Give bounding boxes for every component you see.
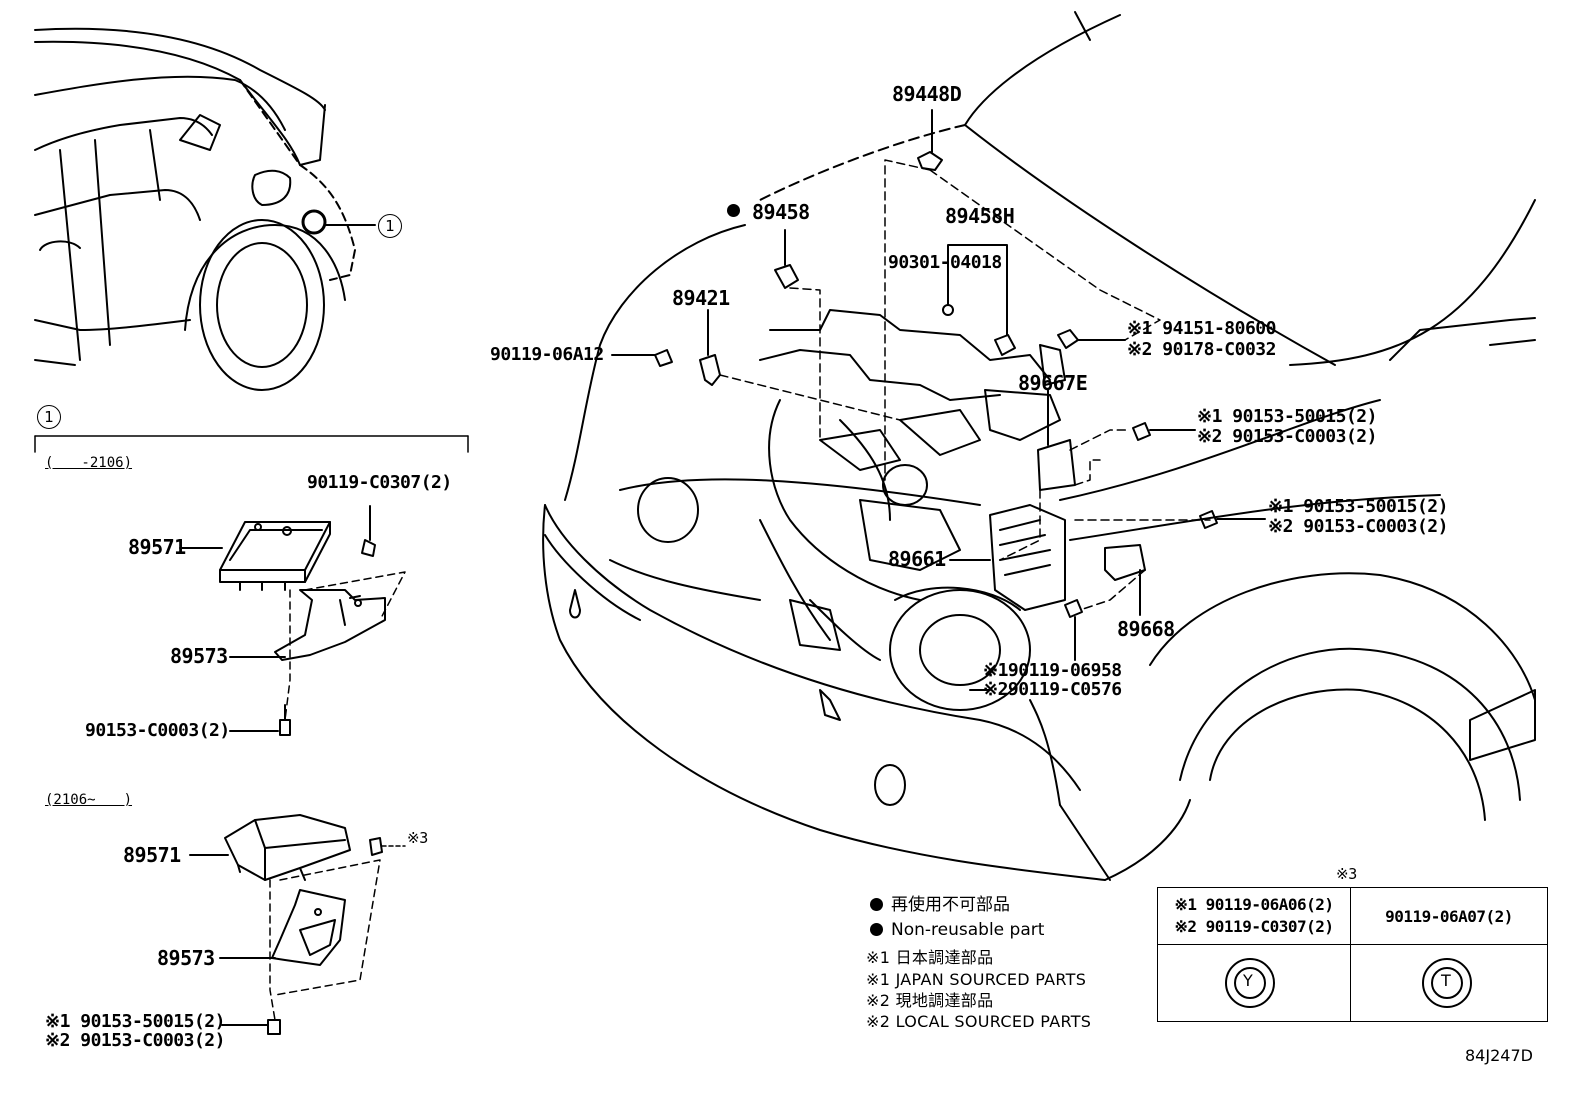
legend-note2-en: ※2 LOCAL SOURCED PARTS <box>866 1012 1092 1031</box>
label-89661: 89661 <box>888 547 946 571</box>
label-89571-early: 89571 <box>128 535 186 559</box>
fastener-mark-t <box>1350 944 1548 1022</box>
fastener-table-title: ※3 <box>1336 865 1357 883</box>
label-90153-50015-c: ※1 90153-50015(2) <box>45 1011 225 1032</box>
label-90119-C0307: 90119-C0307(2) <box>307 472 452 493</box>
label-94151-80600: ※1 94151-80600 <box>1127 318 1276 339</box>
label-90153-C0003-b: ※2 90153-C0003(2) <box>1268 516 1448 537</box>
section-number-1: 1 <box>37 405 61 429</box>
range-late: (2106~ ) <box>45 792 133 808</box>
range-early: ( -2106) <box>45 455 133 471</box>
label-89421: 89421 <box>672 286 730 310</box>
label-89448D: 89448D <box>892 82 962 106</box>
legend-note1-jp: ※1 日本調達部品 <box>866 948 994 967</box>
label-89458H: 89458H <box>945 204 1015 228</box>
legend-note2-jp: ※2 現地調達部品 <box>866 991 994 1010</box>
module-89571-late <box>189 814 406 1035</box>
bolt-mark-t-icon: T <box>1441 971 1451 990</box>
label-89667E: 89667E <box>1018 371 1088 395</box>
label-90153-C0003-a: ※2 90153-C0003(2) <box>1197 426 1377 447</box>
legend-nonreusable-jp: 再使用不可部品 <box>870 897 1010 914</box>
label-89571-late: 89571 <box>123 843 181 867</box>
label-90153-50015-a: ※1 90153-50015(2) <box>1197 406 1377 427</box>
module-89571-early <box>179 505 406 736</box>
callout-number-1: 1 <box>378 214 402 238</box>
small-parts <box>611 109 1266 691</box>
bullet-icon <box>870 923 883 936</box>
fastener-table: ※1 90119-06A06(2) ※2 90119-C0307(2) 9011… <box>1157 887 1548 1022</box>
fastener-col2-header: 90119-06A07(2) <box>1350 887 1548 945</box>
front-vehicle-sketch <box>542 11 1536 881</box>
label-90178-C0032: ※2 90178-C0032 <box>1127 339 1276 360</box>
label-90119-C0576: ※290119-C0576 <box>983 679 1122 700</box>
label-90119-06958: ※190119-06958 <box>983 660 1122 681</box>
label-89573-late: 89573 <box>157 946 215 970</box>
label-89573-early: 89573 <box>170 644 228 668</box>
label-89668: 89668 <box>1117 617 1175 641</box>
fastener-mark-y <box>1157 944 1351 1022</box>
bolt-mark-y-icon: Y <box>1243 971 1253 990</box>
nonreusable-dot-89458 <box>727 203 748 219</box>
label-90153-C0003-left: 90153-C0003(2) <box>85 720 230 741</box>
legend-nonreusable-en: Non-reusable part <box>870 922 1044 939</box>
label-90153-C0003-c: ※2 90153-C0003(2) <box>45 1030 225 1051</box>
diagram-id: 84J247D <box>1465 1046 1533 1065</box>
fastener-col1-header: ※1 90119-06A06(2) ※2 90119-C0307(2) <box>1157 887 1351 945</box>
label-90301-04018: 90301-04018 <box>888 252 1002 273</box>
legend-note1-en: ※1 JAPAN SOURCED PARTS <box>866 970 1087 989</box>
label-90119-06A12: 90119-06A12 <box>490 344 604 365</box>
rear-vehicle-sketch <box>34 27 376 391</box>
bullet-icon <box>870 898 883 911</box>
label-ref3: ※3 <box>407 829 428 847</box>
label-89458: 89458 <box>752 200 810 224</box>
label-90153-50015-b: ※1 90153-50015(2) <box>1268 496 1448 517</box>
